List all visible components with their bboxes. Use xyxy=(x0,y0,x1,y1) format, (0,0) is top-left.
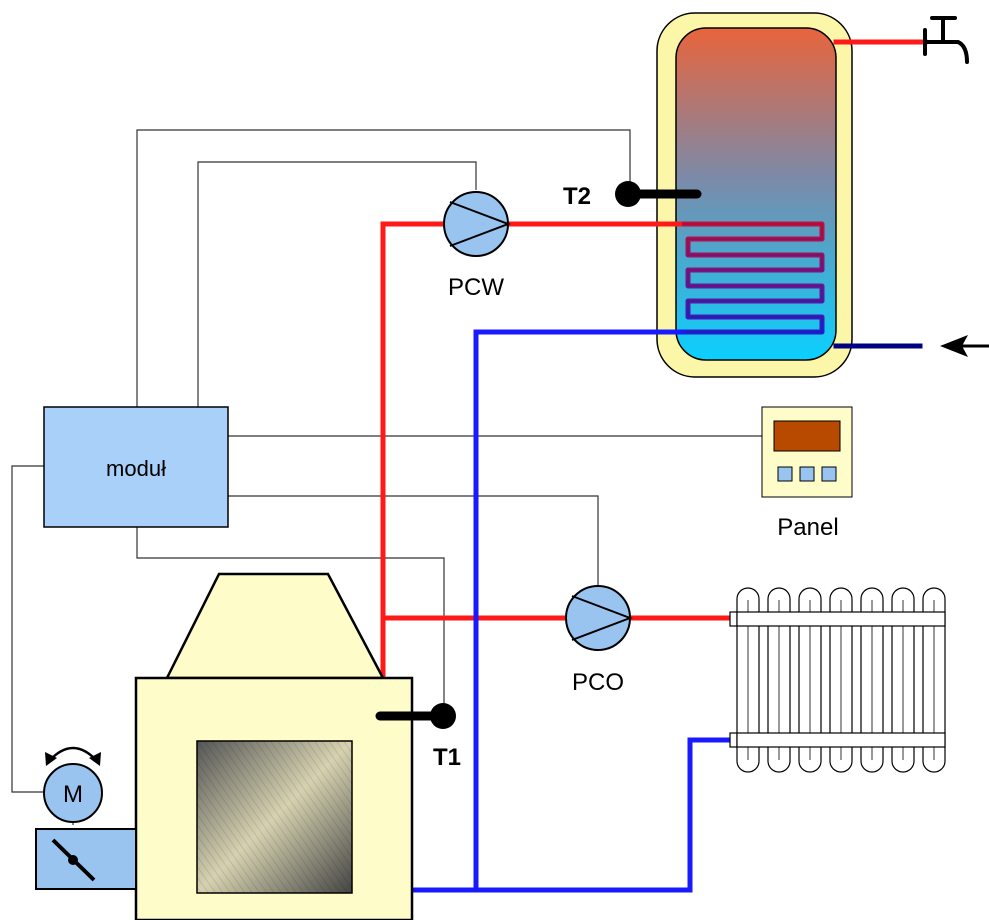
return-from-coil xyxy=(473,329,685,893)
hot-supply-riser xyxy=(380,221,685,679)
sensor-t1 xyxy=(375,703,456,729)
panel-display xyxy=(773,420,841,452)
hot-pipes xyxy=(380,39,928,679)
pump-pco-label: PCO xyxy=(572,669,624,696)
boiler xyxy=(134,572,414,920)
radiator-manifold-top xyxy=(736,611,946,627)
motor xyxy=(43,763,103,823)
control-panel xyxy=(761,406,853,498)
arrow-left-icon xyxy=(940,335,989,357)
boiler-hood xyxy=(164,572,386,680)
boiler-window-texture xyxy=(197,741,352,893)
wire-module-t1 xyxy=(136,527,445,705)
sensor-t2 xyxy=(615,181,702,207)
panel-button-3 xyxy=(821,466,837,482)
wire-module-motor xyxy=(11,465,44,793)
panel-label: Panel xyxy=(777,514,838,541)
panel-button-2 xyxy=(799,466,815,482)
module-label: moduł xyxy=(106,456,166,481)
pump-pcw-label: PCW xyxy=(448,274,504,301)
pump-pco xyxy=(565,585,633,651)
sensor-t1-label: T1 xyxy=(433,744,461,771)
signal-wires xyxy=(11,129,762,858)
return-to-boiler xyxy=(409,737,734,893)
radiator xyxy=(729,587,946,773)
water-tap-icon xyxy=(923,16,969,64)
rotation-arrows-icon xyxy=(45,746,101,766)
damper-icon xyxy=(35,828,137,890)
pump-pcw xyxy=(443,191,511,257)
cold-pipes xyxy=(409,329,923,893)
control-module xyxy=(43,406,229,528)
sensor-t2-label: T2 xyxy=(563,183,591,210)
wire-module-t2 xyxy=(136,129,631,407)
radiator-manifold-bottom xyxy=(736,732,946,748)
tank-coil-outline xyxy=(682,223,823,333)
wire-module-pcw xyxy=(197,161,477,407)
motor-label: M xyxy=(63,781,83,808)
wire-module-pco xyxy=(228,495,599,588)
tank-coil xyxy=(682,221,825,335)
panel-button-1 xyxy=(777,466,793,482)
